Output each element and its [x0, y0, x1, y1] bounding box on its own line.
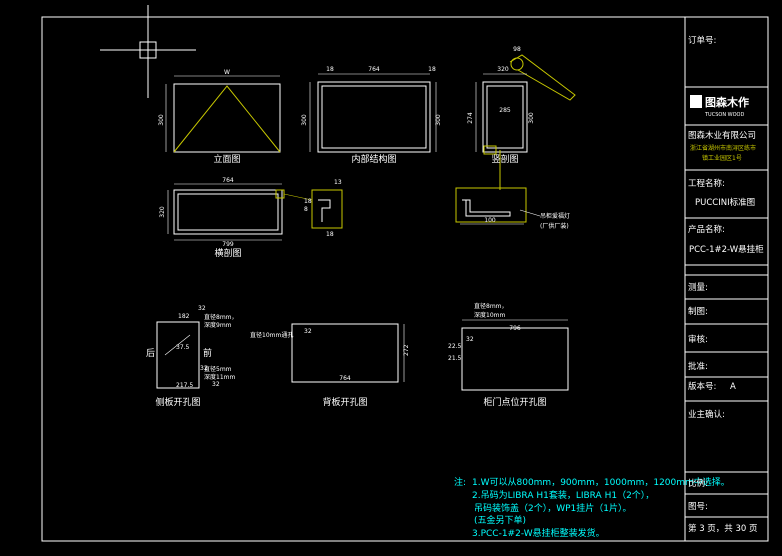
dim-d1: 764 — [339, 375, 351, 382]
dim-width: W — [224, 69, 230, 76]
project-label: 工程名称: — [688, 178, 725, 189]
dim-height: 300 — [528, 112, 535, 124]
hole-note-2: 直径5mm — [204, 365, 232, 373]
dim-d3: 272 — [403, 344, 410, 356]
dim-d3: 217.5 — [176, 382, 193, 389]
front-label: 前 — [203, 347, 212, 359]
company-address-2: 镇工业园区1号 — [702, 154, 742, 162]
logo-en: TUCSON WOOD — [704, 112, 744, 118]
dim-d3: 22.5 — [448, 343, 462, 350]
page-indicator: 第 3 页，共 30 页 — [688, 523, 758, 534]
dim-1: 13 — [334, 179, 342, 186]
dim-width: 100 — [484, 217, 496, 224]
dim-d2: 32 — [198, 305, 206, 312]
dim-d2: 32 — [466, 336, 474, 343]
version-label: 版本号: — [688, 381, 716, 392]
dim-dia: 37.5 — [176, 344, 190, 351]
dim-d2: 32 — [304, 328, 312, 335]
view-title: 背板开孔图 — [322, 396, 367, 408]
light-note: 吊柜爱福灯 — [540, 212, 570, 220]
dim-height: 320 — [159, 206, 166, 218]
dim-top: 98 — [513, 46, 521, 53]
check-label: 审核: — [688, 334, 708, 345]
lighting-detail: 100 吊柜爱福灯 (厂供厂装) — [455, 187, 570, 230]
back-panel-view: 直径10mm通孔 764 32 272 背板开孔图 — [250, 323, 410, 408]
logo-icon — [690, 95, 702, 108]
scale-label: 比例: — [688, 478, 708, 489]
horizontal-section-view: 764 799 320 横剖图 — [159, 177, 285, 259]
inner-structure-view: 18 764 18 300 300 内部结构图 — [301, 66, 442, 165]
drawing-no-label: 图号: — [688, 502, 708, 512]
dim-top: 764 — [222, 177, 234, 184]
dim-height-outer: 300 — [301, 114, 308, 126]
product-label: 产品名称: — [688, 224, 725, 235]
approve-label: 批准: — [688, 361, 708, 372]
view-title: 侧板开孔图 — [155, 396, 200, 408]
project-value: PUCCINI标准图 — [695, 197, 755, 208]
back-label: 后 — [146, 348, 155, 359]
notes-label: 注: — [454, 476, 466, 488]
view-title: 横剖图 — [214, 247, 241, 259]
view-title: 柜门点位开孔图 — [483, 396, 546, 408]
dim-d4: 32 — [200, 365, 208, 372]
dim-d5: 32 — [212, 381, 220, 388]
version-value: A — [730, 382, 736, 392]
owner-label: 业主确认: — [688, 409, 725, 420]
view-title: 立面图 — [213, 153, 240, 165]
hole-note-1: 直径8mm， — [204, 313, 238, 321]
draw-label: 制图: — [688, 306, 708, 317]
note-line-5: 3.PCC-1#2-W悬挂柜整装发货。 — [472, 527, 605, 539]
measure-label: 测量: — [688, 283, 708, 293]
dim-height: 300 — [158, 114, 165, 126]
dim-right: 18 — [428, 66, 436, 73]
note-line-2: 2.吊码为LIBRA H1套装，LIBRA H1（2个）， — [472, 489, 654, 501]
light-note-2: (厂供厂装) — [540, 222, 569, 230]
hole-note: 直径8mm， — [474, 302, 508, 310]
hole-note-1b: 深度9mm — [204, 321, 232, 329]
door-view: 796 直径8mm， 深度10mm 32 22.5 21.5 柜门点位开孔图 — [448, 302, 569, 408]
dim-4: 18 — [326, 231, 334, 238]
elevation-view: W 300 立面图 — [158, 69, 281, 165]
dim-d1: 796 — [509, 325, 521, 332]
dim-3: 8 — [304, 206, 308, 213]
crosshair-icon — [100, 5, 196, 98]
title-block: 订单号: 图森木作 TUCSON WOOD 图森木业有限公司 浙江省湖州市南浔区… — [685, 35, 768, 534]
dim-bottom: 799 — [222, 241, 234, 248]
dim-center: 764 — [368, 66, 380, 73]
dim-d4: 21.5 — [448, 355, 462, 362]
dim-side: 274 — [467, 112, 474, 124]
order-label: 订单号: — [688, 35, 716, 46]
hole-note-2: 深度10mm — [474, 311, 505, 319]
dim-inner: 285 — [499, 107, 511, 114]
note-line-1: 1.W可以从800mm，900mm，1000mm，1200mm中选择。 — [472, 476, 730, 488]
dim-height-inner: 300 — [435, 114, 442, 126]
drawing-frame — [41, 16, 769, 542]
dim-d1: 182 — [178, 313, 190, 320]
product-value: PCC-1#2-W悬挂柜 — [689, 244, 764, 255]
hole-note-2b: 深度11mm — [204, 373, 235, 381]
note-line-4: (五金另下单) — [474, 514, 526, 526]
hole-note: 直径10mm通孔 — [250, 331, 293, 339]
notes-block: 注: 1.W可以从800mm，900mm，1000mm，1200mm中选择。 2… — [454, 476, 730, 539]
note-line-3: 吊码装饰盖（2个），WP1挂片（1片）。 — [474, 502, 632, 514]
logo-cn: 图森木作 — [705, 95, 749, 109]
vertical-section-view: 98 320 285 274 300 竖剖图 — [467, 46, 576, 190]
joint-detail: 13 18 8 18 — [283, 179, 343, 238]
view-title: 竖剖图 — [491, 153, 518, 165]
dim-2: 18 — [304, 198, 312, 205]
company-address-1: 浙江省湖州市南浔区练市 — [690, 144, 756, 152]
company-name: 图森木业有限公司 — [688, 130, 756, 141]
view-title: 内部结构图 — [351, 153, 396, 165]
dim-left: 18 — [326, 66, 334, 73]
side-panel-view: 182 32 直径8mm， 深度9mm 直径5mm 深度11mm 37.5 21… — [146, 305, 238, 408]
dim-depth: 320 — [497, 66, 509, 73]
